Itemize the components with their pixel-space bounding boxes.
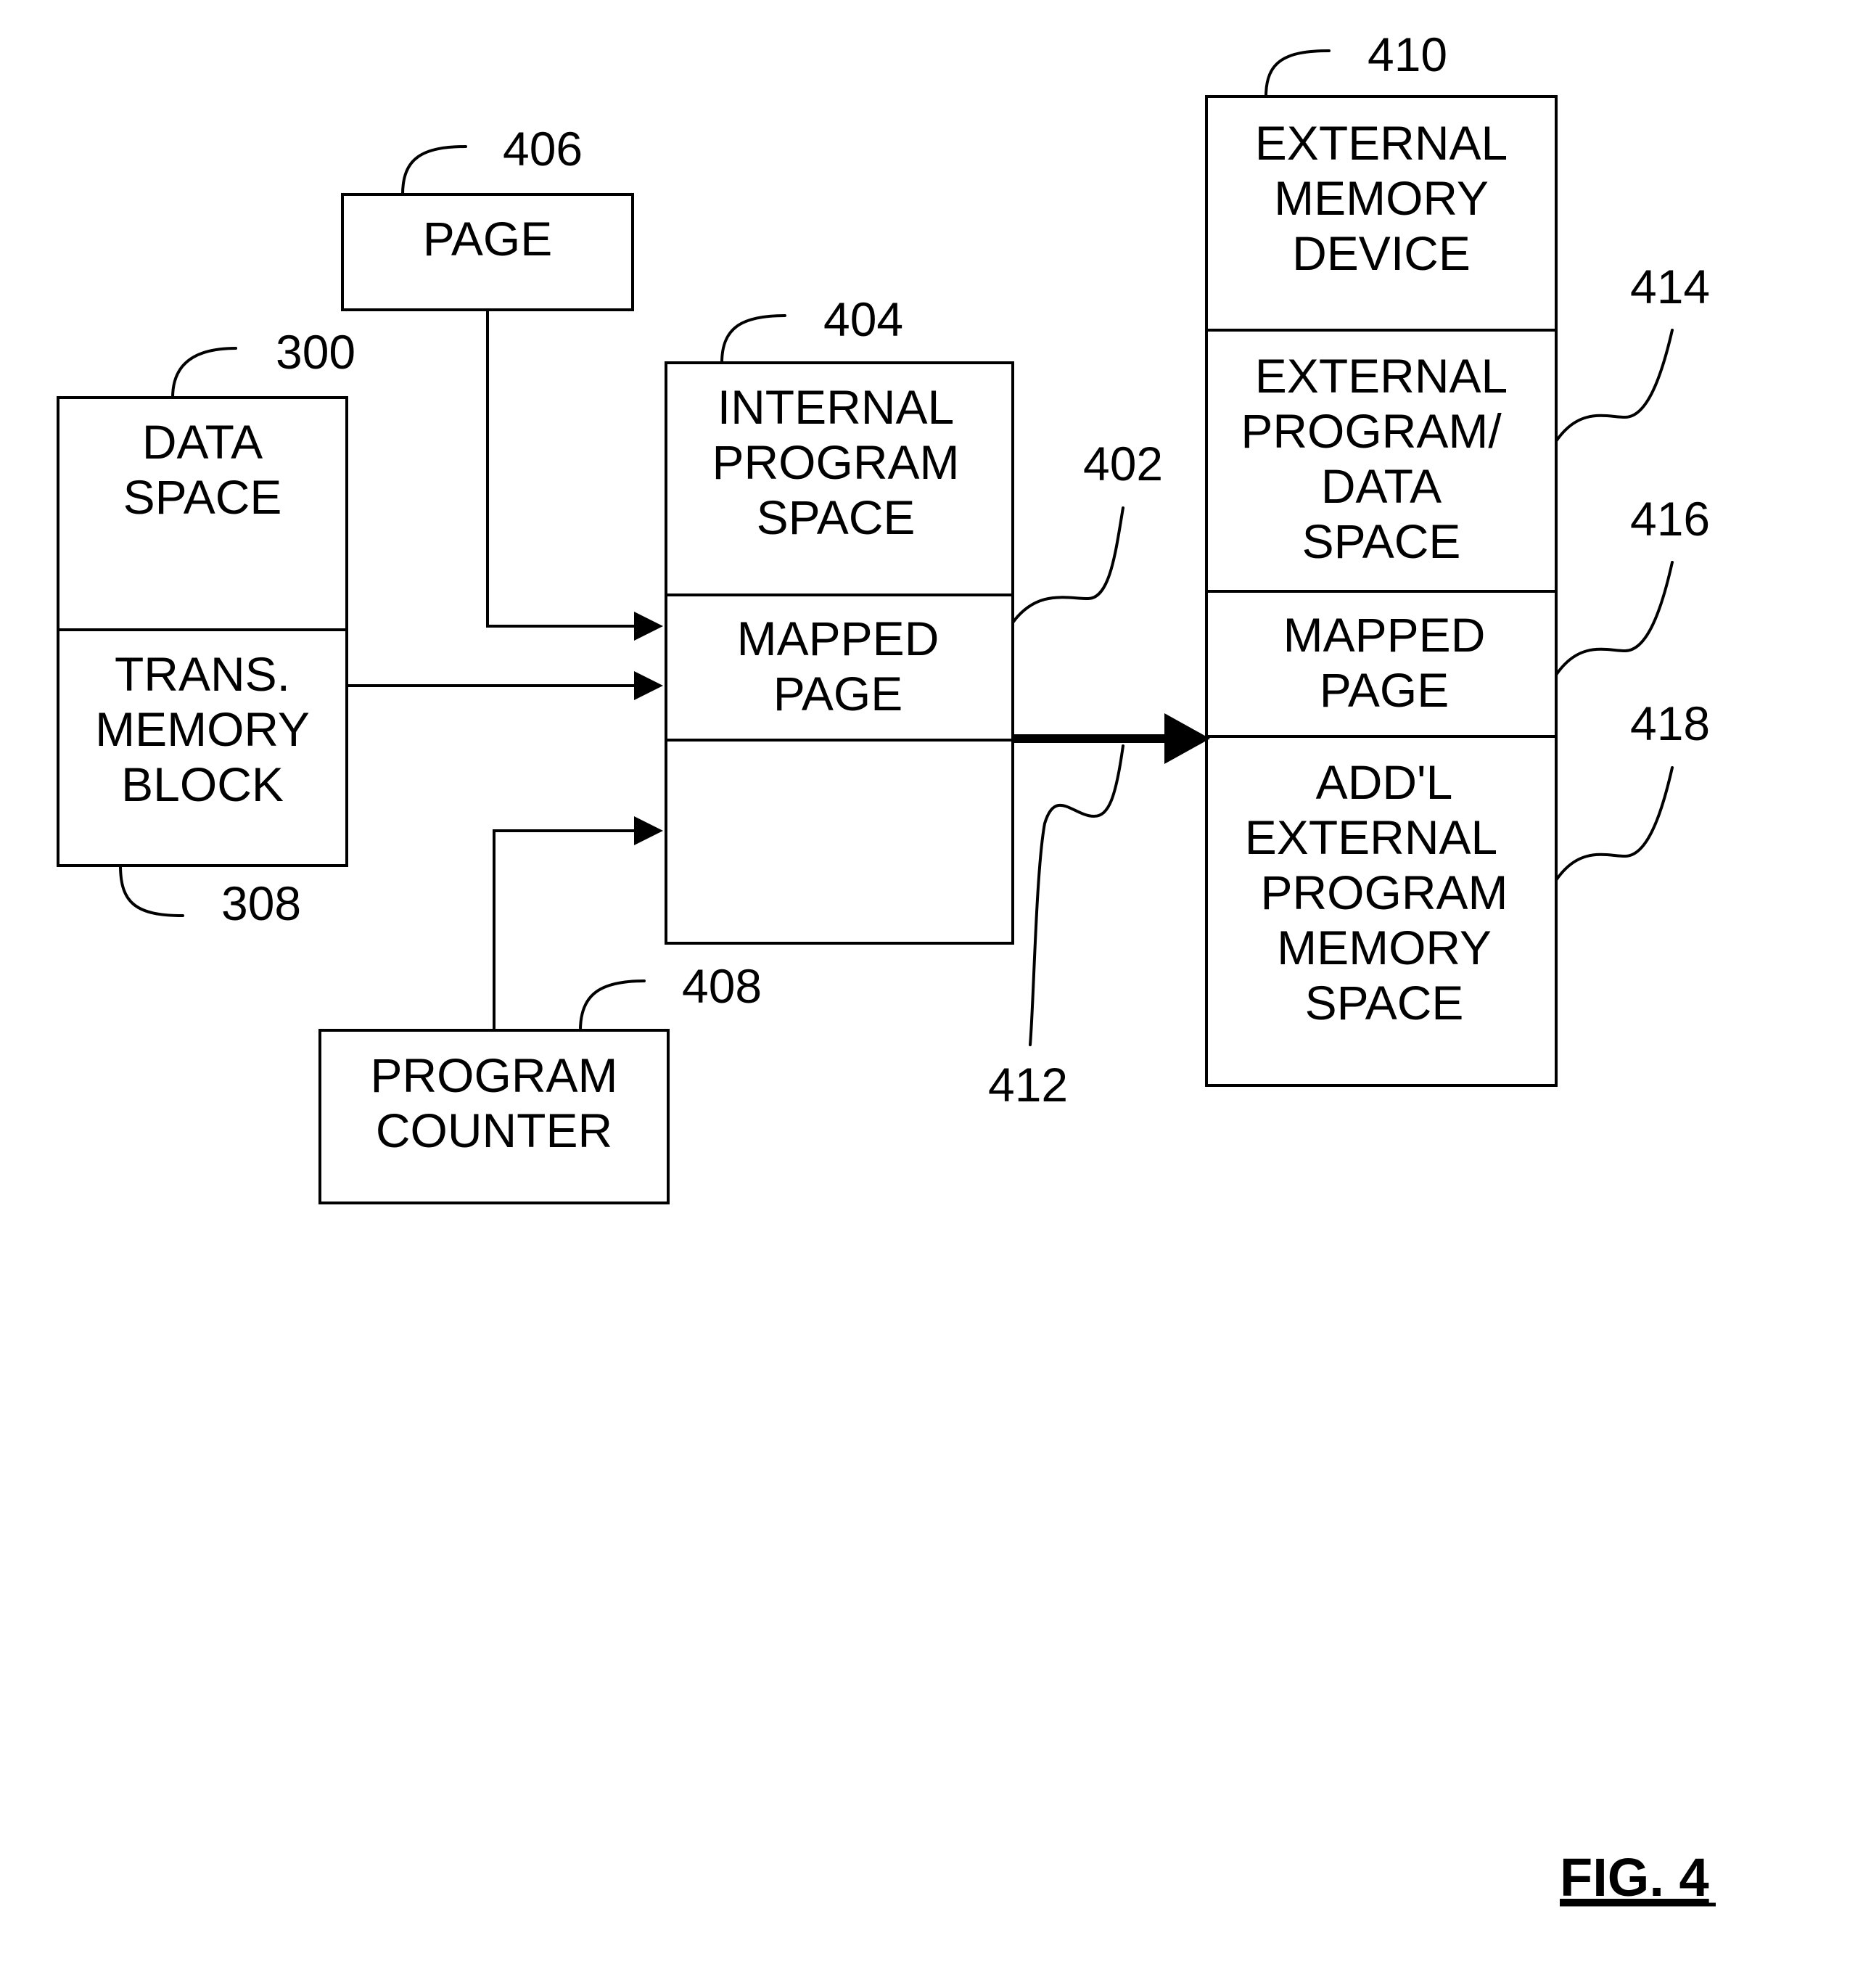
trans-memory-block-ref-number: 308 [221, 876, 301, 930]
internal-mapped-page-label-line-2: PAGE [773, 667, 903, 720]
program-counter-to-internal-program-space-arrow [494, 831, 660, 1030]
figure-label: FIG. 4 [1560, 1847, 1709, 1907]
data-space-ref-number: 300 [276, 325, 355, 379]
external-program-data-space-ref-leader [1556, 330, 1672, 441]
external-program-data-space-label-line-2: PROGRAM/ [1241, 404, 1502, 458]
addl-external-program-memory-space-label-line-3: PROGRAM [1260, 866, 1508, 919]
internal-mapped-page-ref-number: 402 [1083, 437, 1163, 490]
addl-external-program-memory-space-label-line-2: EXTERNAL [1245, 810, 1497, 864]
external-program-data-space-ref-number: 414 [1630, 260, 1710, 313]
data-space-block: DATA SPACE TRANS. MEMORY BLOCK 300 308 [58, 325, 355, 930]
data-space-label-line-1: DATA [142, 415, 263, 469]
external-mapped-page-label-line-2: PAGE [1320, 663, 1449, 717]
internal-program-space-block: INTERNAL PROGRAM SPACE MAPPED PAGE 404 4… [666, 292, 1163, 943]
trans-memory-block-ref-leader [120, 866, 183, 916]
data-space-ref-leader [173, 348, 236, 398]
external-mapped-page-label-line-1: MAPPED [1283, 608, 1486, 662]
page-register-ref-leader [403, 147, 466, 194]
data-space-label-line-2: SPACE [123, 470, 282, 524]
internal-program-space-label-line-1: INTERNAL [717, 380, 954, 434]
internal-program-space-label-line-3: SPACE [757, 490, 916, 544]
bus-ref-leader [1030, 746, 1123, 1045]
trans-memory-block-label-line-3: BLOCK [121, 757, 284, 811]
internal-program-space-label-line-2: PROGRAM [712, 435, 959, 489]
addl-external-program-memory-space-label-line-5: SPACE [1305, 976, 1464, 1030]
internal-mapped-page-label-line-1: MAPPED [737, 612, 939, 665]
internal-mapped-page-ref-leader [1013, 508, 1123, 623]
external-memory-device-label-line-1: EXTERNAL [1255, 116, 1508, 170]
external-memory-device-label-line-3: DEVICE [1292, 226, 1471, 280]
external-mapped-page-ref-number: 416 [1630, 492, 1710, 546]
mapped-page-bus-arrow [1013, 713, 1210, 764]
program-counter-ref-number: 408 [682, 959, 762, 1013]
external-program-data-space-label-line-3: DATA [1321, 459, 1442, 513]
page-register-ref-number: 406 [503, 122, 583, 176]
addl-external-program-memory-space-ref-leader [1556, 768, 1672, 880]
external-mapped-page-ref-leader [1556, 562, 1672, 675]
external-memory-device-ref-number: 410 [1368, 28, 1447, 81]
external-program-data-space-label-line-1: EXTERNAL [1255, 349, 1508, 403]
bus-ref-number: 412 [988, 1058, 1068, 1112]
program-counter-label-line-2: COUNTER [376, 1104, 612, 1157]
trans-memory-block-label-line-2: MEMORY [95, 702, 310, 756]
program-counter-label-line-1: PROGRAM [370, 1048, 617, 1102]
page-register-block: PAGE 406 [342, 122, 633, 310]
internal-program-space-ref-leader [722, 316, 785, 363]
program-counter-block: PROGRAM COUNTER 408 [320, 959, 762, 1203]
external-memory-device-ref-leader [1266, 51, 1329, 96]
internal-program-space-ref-number: 404 [823, 292, 903, 346]
addl-external-program-memory-space-ref-number: 418 [1630, 697, 1710, 750]
external-program-data-space-label-line-4: SPACE [1302, 514, 1461, 568]
program-counter-ref-leader [580, 981, 644, 1030]
external-memory-device-block: EXTERNAL MEMORY DEVICE EXTERNAL PROGRAM/… [1206, 28, 1710, 1085]
external-memory-device-label-line-2: MEMORY [1274, 171, 1489, 225]
addl-external-program-memory-space-label-line-4: MEMORY [1277, 921, 1492, 974]
page-register-label: PAGE [423, 212, 553, 266]
page-to-mapped-page-arrow [488, 310, 660, 626]
trans-memory-block-label-line-1: TRANS. [115, 647, 290, 701]
addl-external-program-memory-space-label-line-1: ADD'L [1316, 755, 1453, 809]
